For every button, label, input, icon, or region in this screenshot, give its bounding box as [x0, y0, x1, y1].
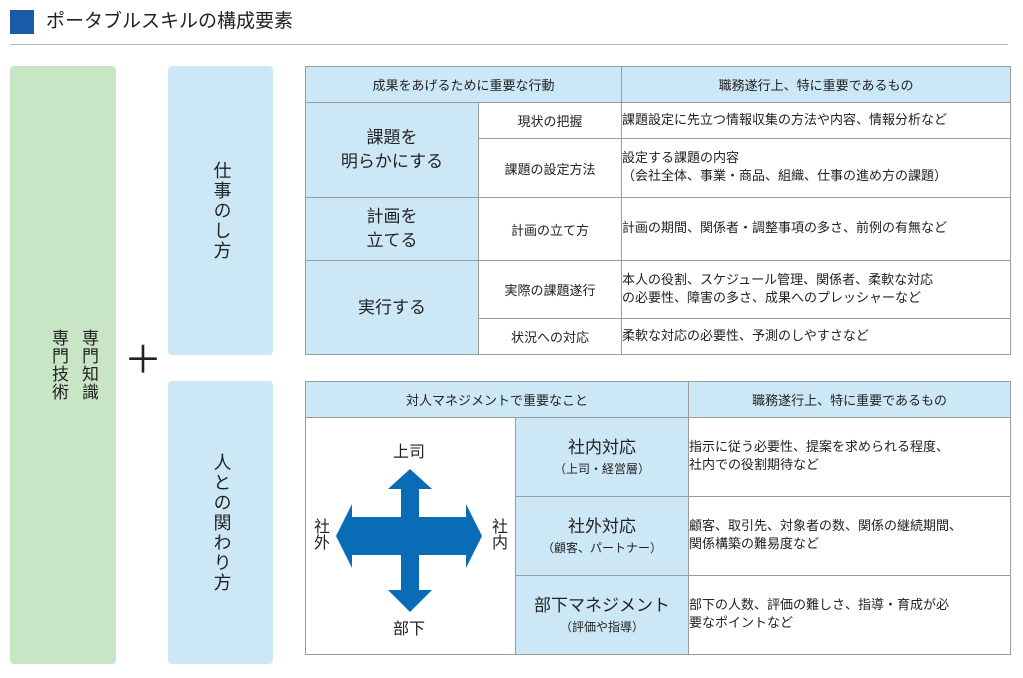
- external-relations-cell: 社外対応 （顧客、パートナー）: [514, 496, 690, 576]
- specialized-skills-block: 専門知識 専門技術: [10, 66, 116, 664]
- desc-line: 設定する課題の内容: [622, 151, 740, 166]
- subordinate-management-title: 部下マネジメント: [534, 596, 670, 616]
- diagram-label-subordinate: 部下: [393, 619, 426, 638]
- desc-situation-response: 柔軟な対応の必要性、予測のしやすさなど: [621, 318, 1012, 355]
- relationship-diagram: 上司 部下 社外 社内: [305, 417, 516, 655]
- category-make-plan: 計画を 立てる: [305, 197, 479, 261]
- desc-line: の必要性、障害の多さ、成果へのプレッシャーなど: [622, 290, 922, 306]
- desc-issue-setting: 設定する課題の内容 （会社全体、事業・商品、組織、仕事の進め方の課題）: [621, 138, 1012, 198]
- category-line: 課題を: [366, 128, 418, 148]
- desc-current-status: 課題設定に先立つ情報収集の方法や内容、情報分析など: [621, 102, 1012, 139]
- relationships-label: 人との関わり方: [210, 452, 232, 593]
- work-style-table: 成果をあげるために重要な行動 職務遂行上、特に重要であるもの 課題を 明らかにす…: [304, 66, 1012, 355]
- desc-line: 部下の人数、評価の難しさ、指導・育成が必: [689, 598, 950, 613]
- item-situation-response: 状況への対応: [477, 318, 623, 355]
- category-execute: 実行する: [305, 260, 479, 355]
- desc-line: 顧客、取引先、対象者の数、関係の継続期間、: [689, 519, 963, 534]
- item-current-status: 現状の把握: [477, 102, 623, 139]
- desc-line: 指示に従う必要性、提案を求められる程度、: [689, 440, 950, 455]
- desc-line: 社内での役割期待など: [689, 458, 820, 473]
- work-table-header-right: 職務遂行上、特に重要であるもの: [621, 66, 1012, 103]
- item-planning: 計画の立て方: [477, 197, 623, 261]
- desc-internal-relations: 指示に従う必要性、提案を求められる程度、 社内での役割期待など: [688, 417, 1012, 497]
- desc-planning: 計画の期間、関係者・調整事項の多さ、前例の有無など: [621, 197, 1012, 261]
- category-line: 明らかにする: [340, 152, 444, 172]
- specialized-knowledge-label: 専門知識: [78, 329, 98, 401]
- desc-line: 要なポイントなど: [689, 616, 794, 631]
- diagram-label-boss: 上司: [393, 442, 426, 461]
- people-table-header-left: 対人マネジメントで重要なこと: [304, 381, 690, 418]
- relationships-table: 対人マネジメントで重要なこと 職務遂行上、特に重要であるもの 上司 部下 社外 …: [304, 381, 1012, 655]
- item-execution: 実際の課題遂行: [477, 260, 623, 319]
- diagram-label-internal: 社内: [489, 518, 508, 550]
- desc-external-relations: 顧客、取引先、対象者の数、関係の継続期間、 関係構築の難易度など: [688, 496, 1012, 576]
- internal-relations-title: 社内対応: [568, 438, 636, 458]
- category-clarify-issues: 課題を 明らかにする: [305, 102, 479, 198]
- desc-line: （会社全体、事業・商品、組織、仕事の進め方の課題）: [622, 169, 948, 184]
- desc-line: 本人の役割、スケジュール管理、関係者、柔軟な対応: [622, 272, 934, 288]
- page-title: ポータブルスキルの構成要素: [46, 10, 294, 32]
- desc-subordinate-management: 部下の人数、評価の難しさ、指導・育成が必 要なポイントなど: [688, 575, 1012, 655]
- internal-relations-sub: （上司・経営層）: [554, 462, 651, 476]
- desc-execution: 本人の役割、スケジュール管理、関係者、柔軟な対応 の必要性、障害の多さ、成果への…: [621, 260, 1012, 319]
- work-style-block: 仕事のし方: [168, 66, 273, 355]
- category-line: 立てる: [366, 231, 418, 251]
- internal-relations-cell: 社内対応 （上司・経営層）: [514, 417, 690, 497]
- plus-sign: ＋: [124, 338, 163, 382]
- category-line: 計画を: [366, 207, 418, 227]
- title-divider: [10, 44, 1008, 45]
- people-table-header-right: 職務遂行上、特に重要であるもの: [688, 381, 1012, 418]
- item-issue-setting: 課題の設定方法: [477, 138, 623, 198]
- external-relations-sub: （顧客、パートナー）: [542, 541, 663, 555]
- specialized-technique-label: 専門技術: [48, 329, 68, 401]
- diagram-label-external: 社外: [311, 518, 330, 550]
- four-way-arrow-icon: [336, 469, 482, 612]
- subordinate-management-cell: 部下マネジメント （評価や指導）: [514, 575, 690, 655]
- external-relations-title: 社外対応: [568, 517, 636, 537]
- desc-line: 関係構築の難易度など: [689, 537, 820, 552]
- work-table-header-left: 成果をあげるために重要な行動: [304, 66, 623, 103]
- relationships-block: 人との関わり方: [168, 381, 273, 664]
- work-style-label: 仕事のし方: [210, 160, 232, 261]
- title-marker-square: [10, 10, 34, 34]
- subordinate-management-sub: （評価や指導）: [560, 620, 645, 634]
